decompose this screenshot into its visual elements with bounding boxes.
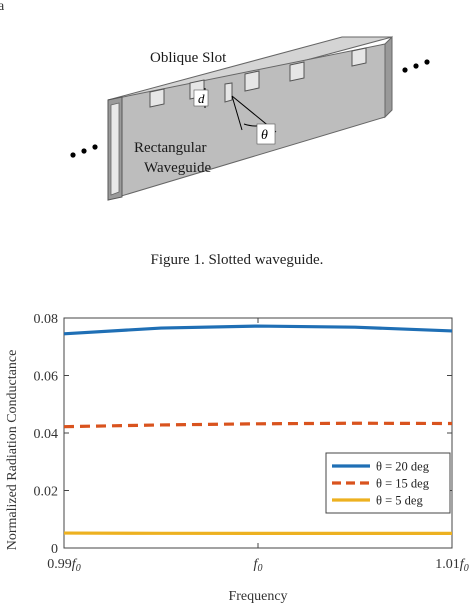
oblique-slots xyxy=(149,47,367,108)
d-label-box xyxy=(193,89,209,107)
x-tick-label: 1.01f0 xyxy=(435,557,468,574)
label-waveguide: Waveguide xyxy=(144,160,211,176)
series-line-2 xyxy=(63,421,453,429)
continuation-dots-left xyxy=(70,144,98,158)
chart-axes: 0 0.02 0.04 0.06 0.08 0.99f0 f0 1.01f0 xyxy=(34,312,469,574)
legend-label: θ = 15 deg xyxy=(376,477,430,491)
theta-line-2 xyxy=(231,95,243,131)
x-axis-label: Frequency xyxy=(228,589,287,604)
chart-series xyxy=(63,324,453,535)
continuation-dots-right xyxy=(402,59,430,73)
y-tick-label: 0.04 xyxy=(34,427,59,442)
y-tick-label: 0.06 xyxy=(34,370,59,385)
y-tick-label: 0.08 xyxy=(34,312,59,327)
label-oblique-slot: Oblique Slot xyxy=(150,50,227,66)
d-symbol: d xyxy=(198,91,205,106)
waveguide-end-face xyxy=(384,35,393,119)
legend-label: θ = 5 deg xyxy=(376,494,423,508)
y-tick-label: 0 xyxy=(51,542,58,557)
panel-letter: a xyxy=(0,0,5,14)
waveguide-illustration: a d θ Oblique Slot Rectangular Waveguide xyxy=(0,0,430,201)
figure-1-caption: Figure 1. Slotted waveguide. xyxy=(150,252,324,268)
chart-legend: θ = 20 deg θ = 15 deg θ = 5 deg xyxy=(325,452,451,514)
legend-label: θ = 20 deg xyxy=(376,460,430,474)
x-tick-label: 0.99f0 xyxy=(47,557,80,574)
y-tick-label: 0.02 xyxy=(34,485,59,500)
series-line-1 xyxy=(63,324,453,336)
conductance-chart: 0 0.02 0.04 0.06 0.08 0.99f0 f0 1.01f0 θ = 20 d… xyxy=(5,312,469,604)
label-rectangular: Rectangular xyxy=(134,140,206,156)
theta-label-box xyxy=(256,123,276,145)
x-tick-label: f0 xyxy=(254,557,263,574)
waveguide-opening-inner xyxy=(110,102,120,196)
y-axis-label: Normalized Radiation Conductance xyxy=(5,350,20,551)
theta-symbol: θ xyxy=(261,128,268,143)
